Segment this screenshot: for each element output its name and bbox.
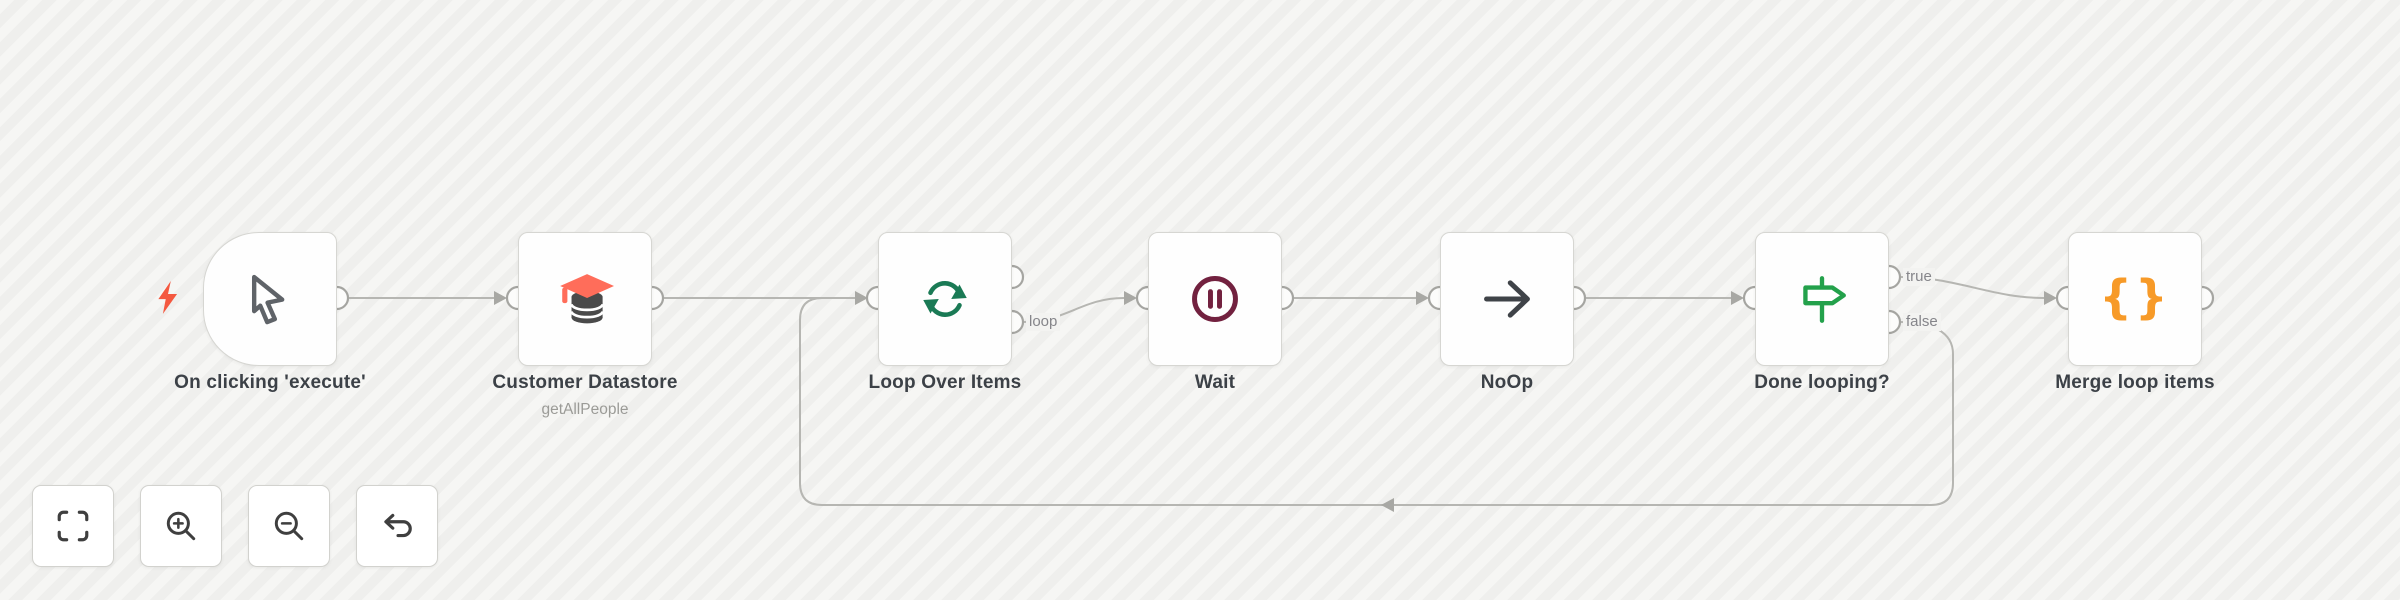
zoom-out-icon — [274, 511, 304, 541]
node-label: Done looping? — [1754, 372, 1890, 393]
connection-arrowhead — [494, 291, 507, 305]
node-customer-datastore[interactable] — [518, 232, 652, 366]
arrow-right-icon — [1484, 280, 1530, 318]
node-manual-trigger[interactable] — [203, 232, 337, 366]
fit-view-icon — [57, 510, 89, 542]
zoom-out-button[interactable] — [248, 485, 330, 567]
node-wait[interactable] — [1148, 232, 1282, 366]
node-sublabel: getAllPeople — [541, 401, 629, 418]
port-label-loop: loop — [1026, 313, 1061, 331]
node-loop-over-items[interactable] — [878, 232, 1012, 366]
connection-arrowhead — [855, 291, 868, 305]
node-done-looping[interactable] — [1755, 232, 1889, 366]
connection-arrowhead — [1731, 291, 1744, 305]
node-merge-loop-items[interactable]: {} — [2068, 232, 2202, 366]
node-label: On clicking 'execute' — [174, 372, 366, 393]
svg-text:{}: {} — [2105, 270, 2165, 324]
connection-doneloop-false-to-loop[interactable] — [799, 297, 1954, 506]
node-label: Loop Over Items — [868, 372, 1022, 393]
reset-zoom-button[interactable] — [356, 485, 438, 567]
node-label: Customer Datastore — [492, 372, 678, 393]
connection-arrowhead — [2044, 291, 2057, 305]
node-noop[interactable] — [1440, 232, 1574, 366]
connection-arrowhead — [1124, 291, 1137, 305]
node-label: Merge loop items — [2055, 372, 2215, 393]
signpost-icon — [1803, 276, 1846, 323]
connection-arrowhead — [1416, 291, 1429, 305]
cursor-icon — [251, 274, 285, 325]
loop-icon — [923, 281, 967, 317]
pause-circle-icon — [1192, 276, 1238, 322]
zoom-in-icon — [166, 511, 196, 541]
zoom-to-fit-button[interactable] — [32, 485, 114, 567]
port-label-true: true — [1903, 268, 1935, 286]
canvas-controls — [32, 485, 438, 567]
zoom-in-button[interactable] — [140, 485, 222, 567]
connection-arrowhead — [1381, 498, 1394, 512]
curly-braces-icon: {} — [2105, 270, 2165, 324]
trigger-bolt-icon — [158, 281, 178, 314]
node-label: NoOp — [1480, 372, 1534, 393]
undo-icon — [384, 513, 412, 538]
port-label-false: false — [1903, 313, 1941, 331]
graduation-cap-database-icon — [560, 274, 614, 324]
node-label: Wait — [1194, 372, 1236, 393]
